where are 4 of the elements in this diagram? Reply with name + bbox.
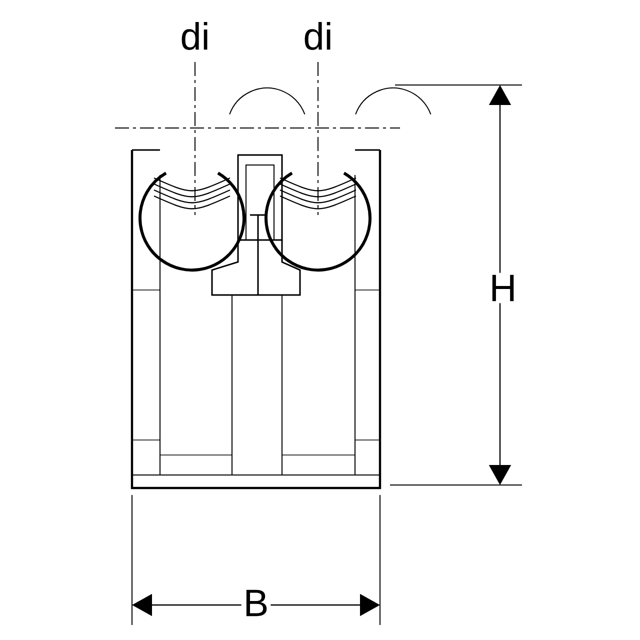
dimension-label: di <box>182 22 208 50</box>
dimension-label: di <box>304 22 330 50</box>
dimension-label: H <box>487 272 519 304</box>
dimension-label: B <box>241 588 271 618</box>
